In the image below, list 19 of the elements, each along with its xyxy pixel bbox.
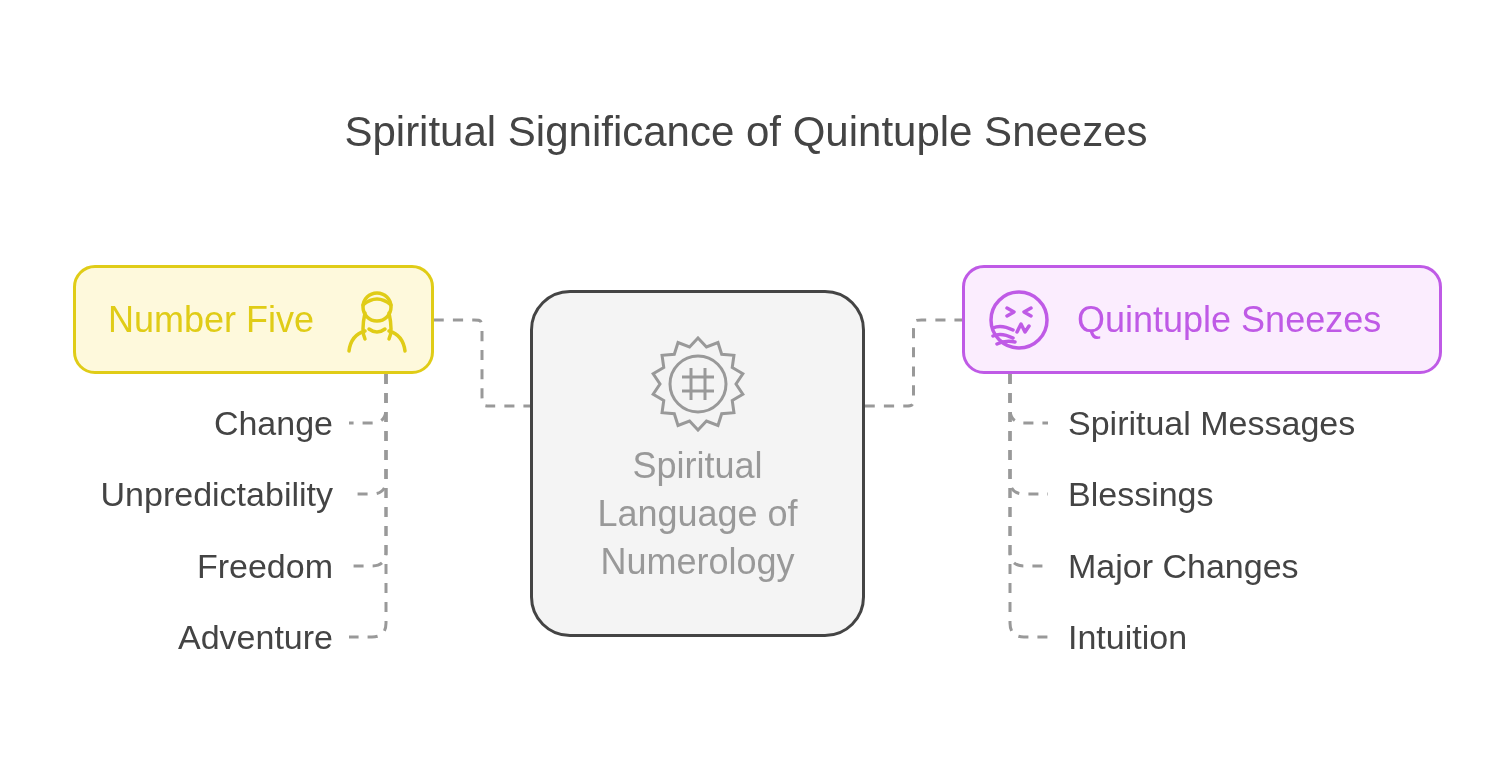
item-label: Freedom [196,546,333,586]
dashed-connector [865,318,962,408]
item-label: Intuition [1068,617,1188,657]
item-label: Spiritual Messages [1068,403,1356,443]
item-label: Unpredictability [100,474,333,514]
dashed-connector [349,374,388,639]
topic-label: Quintuple Sneezes [1077,298,1382,341]
topic-label: Number Five [108,298,315,341]
item-label: Major Changes [1068,546,1299,586]
item-label: Blessings [1068,474,1214,514]
item-label: Change [213,403,333,443]
dashed-connector [434,318,530,408]
item-label: Adventure [178,617,333,657]
topic-box [73,265,434,374]
dashed-connector [1008,374,1048,639]
topic-box [962,265,1442,374]
center-box [530,290,865,637]
center-label: Spiritual Language of Numerology [596,443,799,584]
diagram-title: Spiritual Significance of Quintuple Sneezes [343,108,1149,156]
